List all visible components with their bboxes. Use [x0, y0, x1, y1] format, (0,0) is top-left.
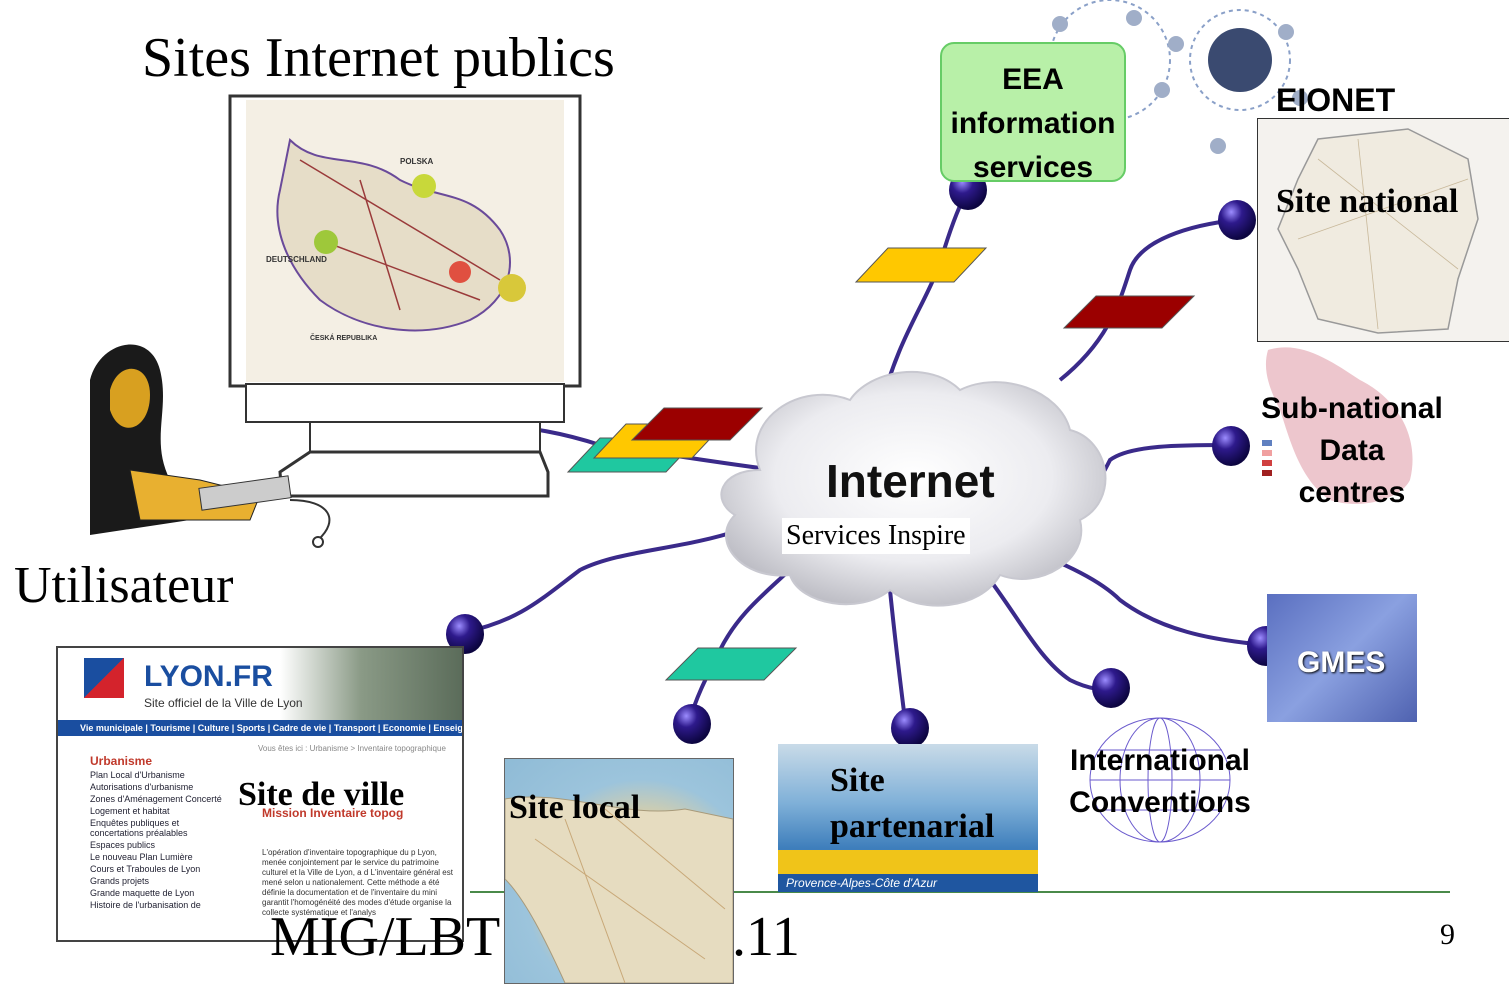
eionet-label: EIONET — [1276, 82, 1396, 118]
subnational-label: Sub-national Data centres — [1261, 392, 1443, 509]
connector-local — [688, 558, 802, 721]
connector-intl — [988, 578, 1113, 692]
packet-teal-local — [664, 647, 798, 681]
page-number: 9 — [1440, 918, 1455, 951]
lyon-paragraph: L'opération d'inventaire topographique d… — [262, 848, 453, 917]
node-ball-partenarial — [891, 708, 929, 748]
partenarial-footer: Provence-Alpes-Côte d'Azur — [778, 874, 1038, 892]
lyon-heading: Mission Inventaire topog — [262, 806, 404, 820]
map-label-polska: POLSKA — [400, 157, 434, 166]
lyon-breadcrumb: Vous êtes ici : Urbanisme > Inventaire t… — [258, 744, 446, 753]
user-figure — [90, 344, 331, 548]
footer-text: MIG/LBT — [270, 906, 501, 968]
map-label-deutschland: DEUTSCHLAND — [266, 255, 327, 264]
lyon-brand: LYON.FR — [144, 660, 273, 693]
map-label-ceska: ČESKÁ REPUBLIKA — [310, 333, 377, 342]
lyon-sidebar: Urbanisme Plan Local d'Urbanisme Autoris… — [90, 754, 222, 910]
cloud-title: Internet — [826, 455, 995, 507]
subnational-map — [1262, 347, 1413, 504]
packet-red-user — [630, 407, 764, 441]
connector-ville — [465, 528, 741, 634]
local-map — [505, 796, 733, 983]
user-label: Utilisateur — [14, 557, 234, 614]
data-packets — [566, 247, 1196, 681]
eea-label: EEA information services — [950, 63, 1116, 184]
footer-suffix: .11 — [732, 906, 800, 968]
site-local-label: Site local — [509, 789, 641, 826]
node-ball-local — [673, 704, 711, 744]
connector-national — [1058, 218, 1237, 382]
site-national-label: Site national — [1276, 183, 1459, 220]
node-ball-subnational — [1212, 426, 1250, 466]
site-local-card: Site local — [504, 758, 734, 984]
monitor: POLSKA DEUTSCHLAND ČESKÁ REPUBLIKA — [228, 94, 582, 498]
eionet-diagram — [1049, 0, 1291, 121]
packet-red-national — [1062, 295, 1196, 329]
lyon-logo-icon — [84, 658, 124, 698]
france-map — [1277, 128, 1479, 334]
site-partenarial-card: Provence-Alpes-Côte d'Azur Site partenar… — [778, 744, 1038, 892]
cloud-subtitle: Services Inspire — [782, 518, 970, 554]
lyon-subtitle: Site officiel de la Ville de Lyon — [144, 696, 303, 710]
gmes-label: GMES — [1297, 646, 1386, 679]
eea-box: EEA information services — [940, 42, 1126, 184]
site-ville-card: LYON.FR Site officiel de la Ville de Lyo… — [56, 646, 464, 942]
gmes-card: GMES — [1267, 594, 1417, 722]
globe-icon — [1089, 717, 1231, 843]
page-title: Sites Internet publics — [142, 27, 615, 89]
packet-gold-eea — [854, 247, 988, 283]
connector-partenarial — [888, 589, 907, 721]
node-ball-ville — [446, 614, 484, 654]
international-label: International Conventions — [1069, 744, 1251, 819]
lyon-nav: Vie municipale | Tourisme | Culture | Sp… — [58, 720, 462, 736]
site-partenarial-label: Site partenarial — [830, 762, 995, 845]
site-ville-label: Site de ville — [238, 776, 405, 813]
site-national-card: Site national — [1257, 118, 1509, 342]
node-ball-national — [1218, 200, 1256, 240]
node-ball-intl — [1092, 668, 1130, 708]
